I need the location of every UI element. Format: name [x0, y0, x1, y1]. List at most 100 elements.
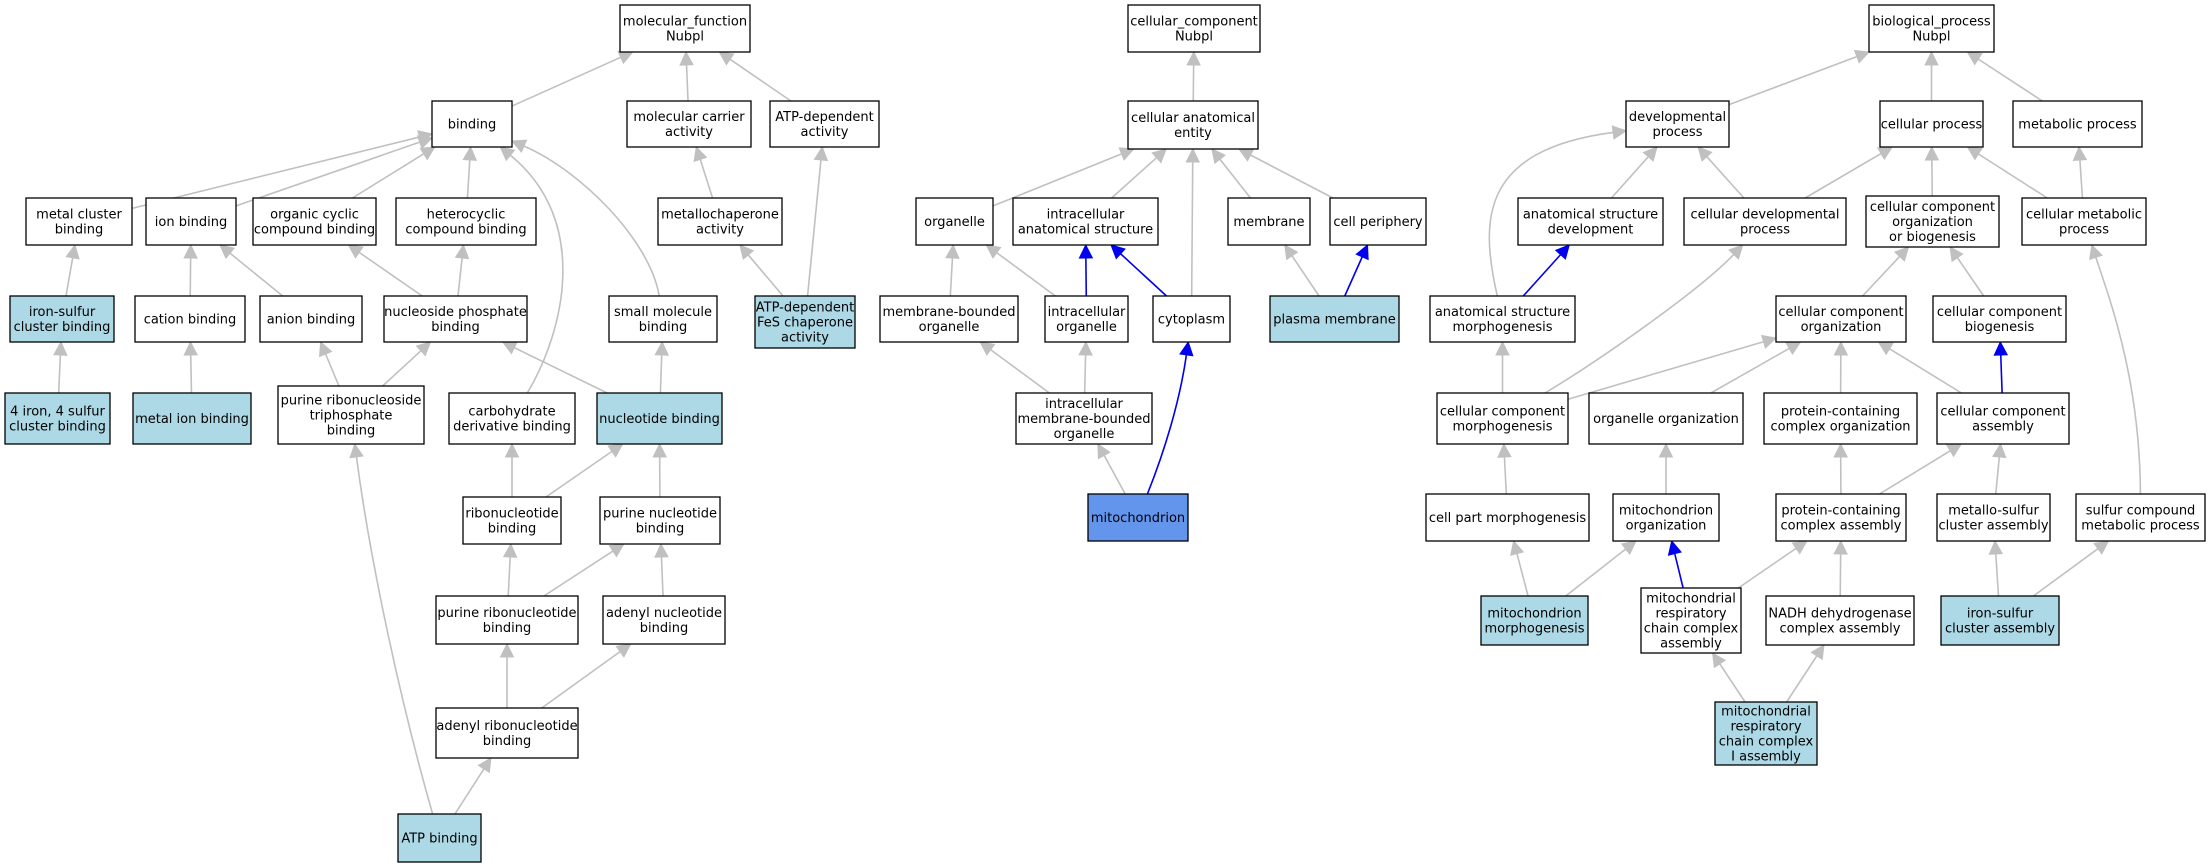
- arrowhead-icon: [183, 243, 198, 259]
- node-nucleotide-binding[interactable]: nucleotide binding: [596, 392, 723, 445]
- node-label: organelle: [1056, 320, 1117, 335]
- node-metal-ion-binding[interactable]: metal ion binding: [132, 392, 252, 445]
- edge-mito_resp_chain_ci_assembly-to-mito_resp_chain_assembly: [1711, 652, 1746, 703]
- node-label: anatomical structure: [1018, 223, 1153, 238]
- edge-line: [806, 159, 822, 297]
- node-box: [1868, 4, 1995, 53]
- node-ion-binding[interactable]: ion binding: [145, 197, 237, 246]
- node-label: nucleotide binding: [599, 412, 720, 427]
- edge-line: [1565, 548, 1627, 597]
- node-box: [277, 385, 425, 445]
- node-plasma-membrane[interactable]: plasma membrane: [1269, 295, 1400, 343]
- edge-nucleotide_binding-to-small_molecule: [654, 340, 670, 394]
- node-label: adenyl nucleotide: [606, 606, 722, 621]
- node-atp-binding[interactable]: ATP binding: [397, 813, 482, 863]
- node-label: assembly: [1972, 420, 2034, 435]
- arrowhead-icon: [1620, 540, 1637, 556]
- node-cytoplasm[interactable]: cytoplasm: [1152, 295, 1231, 343]
- arrowhead-icon: [504, 442, 520, 458]
- node-organelle[interactable]: organelle: [915, 197, 994, 246]
- node-organelle-org[interactable]: organelle organization: [1588, 392, 1744, 445]
- node-cell-periphery[interactable]: cell periphery: [1329, 197, 1427, 246]
- node-label: small molecule: [614, 305, 712, 320]
- edge-plasma_membrane-to-cell_periphery: [1344, 243, 1369, 297]
- node-cell-part-morph[interactable]: cell part morphogenesis: [1425, 493, 1590, 542]
- node-label: I assembly: [1731, 750, 1801, 765]
- node-label: cellular component: [1940, 405, 2065, 420]
- edge-cytoplasm-to-intracell_anat: [1110, 244, 1168, 297]
- node-label: biological_process: [1872, 15, 1991, 30]
- arrowhead-icon: [1833, 539, 1848, 555]
- edge-atp_fes_chaperone-to-metallochaperone: [739, 244, 784, 297]
- node-box: [599, 496, 721, 545]
- node-label: purine ribonucleotide: [437, 606, 576, 621]
- arrowhead-icon: [2089, 243, 2103, 261]
- edge-line: [545, 450, 613, 498]
- node-label: organelle: [924, 215, 985, 230]
- node-cation-binding[interactable]: cation binding: [134, 295, 246, 343]
- node-anion-binding[interactable]: anion binding: [259, 295, 363, 343]
- node-binding[interactable]: binding: [431, 100, 513, 148]
- node-cellular-process[interactable]: cellular process: [1879, 100, 1984, 148]
- edge-metallo_sulfur_assembly-to-cc_assembly: [1991, 442, 2007, 495]
- node-mitochondrion[interactable]: mitochondrion: [1087, 493, 1189, 542]
- edge-cell_dev_process-to-cellular_process: [1804, 146, 1894, 199]
- node-membrane[interactable]: membrane: [1227, 197, 1311, 246]
- node-label: biogenesis: [1965, 320, 2035, 335]
- edge-membrane_bounded_org-to-organelle: [945, 243, 960, 297]
- edge-mito_resp_chain_ci_assembly-to-nadh_dh_assembly: [1785, 644, 1825, 703]
- edge-cell_periphery-to-cell_anat_entity: [1238, 148, 1334, 199]
- arrowhead-icon: [1791, 540, 1808, 555]
- node-label: anion binding: [267, 313, 356, 328]
- edge-line: [1804, 152, 1882, 199]
- node-metabolic-process[interactable]: metabolic process: [2012, 100, 2143, 148]
- edge-intracell_anat-to-cell_anat_entity: [1111, 148, 1168, 199]
